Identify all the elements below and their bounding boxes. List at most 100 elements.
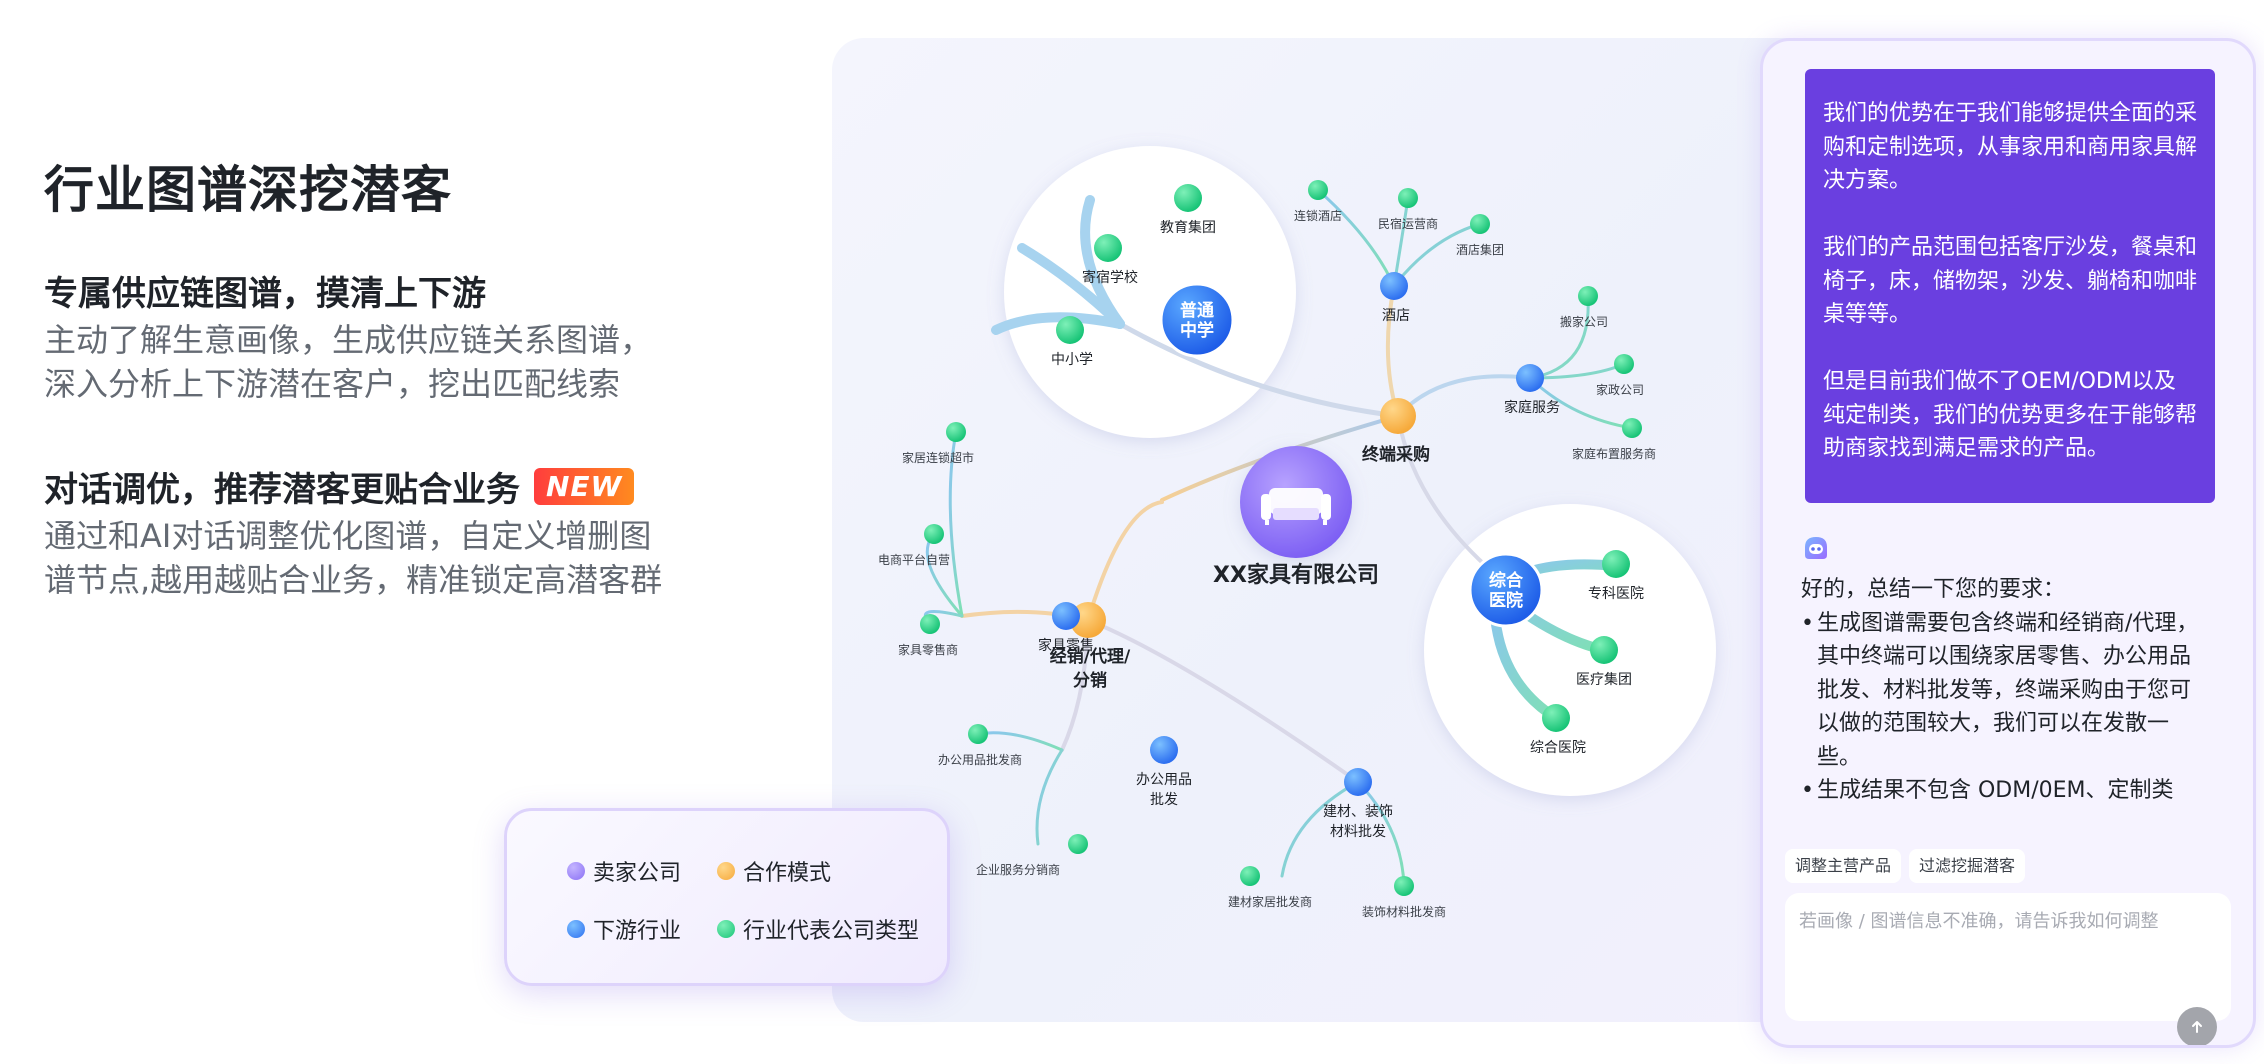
- type-label-home-chain: 家居连锁超市: [902, 450, 974, 465]
- type-node-office-wholesaler[interactable]: [968, 724, 988, 744]
- industry-node-office[interactable]: [1150, 736, 1178, 764]
- type-node-home-layout[interactable]: [1622, 418, 1642, 438]
- mode-label-distribution-1: 经销/代理/: [1050, 646, 1131, 667]
- link-office-enterprise: [1035, 748, 1064, 846]
- page-title: 行业图谱深挖潜客: [44, 161, 452, 219]
- user-message-bubble: 我们的优势在于我们能够提供全面的采购和定制选项，从事家用和商用家具解决方案。 我…: [1805, 69, 2215, 503]
- type-label-specialty-hosp: 专科医院: [1588, 586, 1644, 602]
- section2-title-text: 对话调优，推荐潜客更贴合业务: [44, 470, 520, 510]
- assistant-reply-bullet-1: 生成图谱需要包含终端和经销商/代理，其中终端可以围绕家居零售、办公用品批发、材料…: [1801, 607, 2211, 775]
- type-label-home-layout: 家庭布置服务商: [1572, 446, 1656, 461]
- type-label-ecommerce: 电商平台自营: [878, 552, 950, 567]
- type-node-specialty-hosp[interactable]: [1602, 550, 1630, 578]
- user-message-paragraph-3: 但是目前我们做不了OEM/ODM以及纯定制类，我们的优势更多在于能够帮助商家找到…: [1823, 369, 2198, 461]
- link-retail-chain: [948, 430, 964, 618]
- type-node-middle[interactable]: [1056, 316, 1084, 344]
- mode-label-terminal: 终端采购: [1362, 444, 1430, 465]
- type-node-boarding[interactable]: [1094, 234, 1122, 262]
- type-label-hotel-group: 酒店集团: [1456, 242, 1504, 257]
- chat-panel: 我们的优势在于我们能够提供全面的采购和定制选项，从事家用和商用家具解决方案。 我…: [1760, 38, 2256, 1048]
- type-node-bnb[interactable]: [1398, 188, 1418, 208]
- graph-canvas: XX家具有限公司 终端采购 经销/代理/ 分销 普通 中学 综合 医院 酒店 家…: [878, 146, 1716, 919]
- industry-node-hospital[interactable]: [1468, 552, 1544, 628]
- legend-dot-mode: [717, 862, 735, 880]
- type-label-decoration-wholesaler: 装饰材料批发商: [1362, 904, 1446, 919]
- type-node-general-hosp[interactable]: [1542, 704, 1570, 732]
- industry-label-office-2: 批发: [1150, 792, 1178, 808]
- link-terminal-hotel: [1385, 284, 1400, 418]
- type-node-medical-group[interactable]: [1590, 636, 1618, 664]
- type-node-moving[interactable]: [1578, 286, 1598, 306]
- chip-adjust-products[interactable]: 调整主营产品: [1785, 849, 1902, 883]
- section2-line-1: 通过和AI对话调整优化图谱，自定义增删图: [44, 517, 652, 555]
- legend-dot-company-type: [717, 920, 735, 938]
- industry-label-hospital-2: 医院: [1489, 590, 1523, 611]
- type-node-ecommerce[interactable]: [924, 524, 944, 544]
- assistant-reply: 好的，总结一下您的要求： 生成图谱需要包含终端和经销商/代理，其中终端可以围绕家…: [1801, 573, 2211, 808]
- type-node-furniture-retailer[interactable]: [920, 614, 940, 634]
- industry-label-building-2: 材料批发: [1330, 824, 1386, 840]
- type-node-home-chain[interactable]: [946, 422, 966, 442]
- type-label-general-hosp: 综合医院: [1530, 740, 1586, 756]
- type-node-hotel-group[interactable]: [1470, 214, 1490, 234]
- type-label-enterprise-dist: 企业服务分销商: [976, 862, 1060, 877]
- type-label-office-wholesaler: 办公用品批发商: [938, 752, 1022, 767]
- type-label-medical-group: 医疗集团: [1576, 671, 1632, 688]
- industry-node-building[interactable]: [1344, 768, 1372, 796]
- type-node-chain-hotel[interactable]: [1308, 180, 1328, 200]
- link-terminal-hospital: [1396, 414, 1488, 568]
- section2-title: 对话调优，推荐潜客更贴合业务 NEW: [44, 462, 635, 511]
- type-node-building-wholesaler[interactable]: [1240, 866, 1260, 886]
- type-label-boarding: 寄宿学校: [1082, 269, 1138, 286]
- user-message-paragraph-2: 我们的产品范围包括客厅沙发，餐桌和椅子，床，储物架，沙发、躺椅和咖啡桌等等。: [1823, 235, 2198, 327]
- link-terminal-school: [1117, 321, 1401, 419]
- industry-node-retail[interactable]: [1052, 602, 1080, 630]
- legend-item-industry: 下游行业: [567, 913, 681, 945]
- user-message-paragraph-1: 我们的优势在于我们能够提供全面的采购和定制选项，从事家用和商用家具解决方案。: [1823, 101, 2198, 193]
- chip-filter-prospects[interactable]: 过滤挖掘潜客: [1909, 849, 2026, 883]
- link-center-distribution: [1086, 500, 1164, 622]
- industry-label-office-1: 办公用品: [1136, 772, 1192, 788]
- legend-label-company-type: 行业代表公司类型: [743, 919, 920, 944]
- legend-label-mode: 合作模式: [743, 861, 832, 886]
- type-node-decoration-wholesaler[interactable]: [1394, 876, 1414, 896]
- legend-item-company-type: 行业代表公司类型: [717, 913, 919, 945]
- industry-label-building-1: 建材、装饰: [1323, 804, 1393, 820]
- industry-label-school-2: 中学: [1180, 320, 1214, 341]
- type-label-bnb: 民宿运营商: [1378, 216, 1438, 231]
- chat-input-box: [1785, 893, 2231, 1045]
- send-button[interactable]: [2177, 1007, 2217, 1045]
- new-badge: NEW: [534, 468, 635, 505]
- supply-chain-graph: XX家具有限公司 终端采购 经销/代理/ 分销 普通 中学 综合 医院 酒店 家…: [832, 38, 1832, 1022]
- type-label-building-wholesaler: 建材家居批发商: [1228, 894, 1312, 909]
- industry-label-school-1: 普通: [1180, 300, 1214, 321]
- industry-label-retail: 家具零售: [1038, 637, 1094, 654]
- arrow-up-icon: [2192, 1021, 2202, 1033]
- graph-legend: 卖家公司 合作模式 下游行业 行业代表公司类型: [504, 808, 950, 986]
- legend-item-mode: 合作模式: [717, 855, 831, 887]
- legend-dot-industry: [567, 920, 585, 938]
- link-hs-moving: [1528, 294, 1590, 380]
- assistant-reply-bullet-2: 生成结果不包含 ODM/0EM、定制类: [1801, 774, 2211, 808]
- type-node-housekeeping[interactable]: [1614, 354, 1634, 374]
- type-label-chain-hotel: 连锁酒店: [1294, 208, 1342, 223]
- industry-label-hospital-1: 综合: [1489, 570, 1524, 591]
- link-dist-building: [1086, 618, 1360, 784]
- type-node-edu-group[interactable]: [1174, 184, 1202, 212]
- industry-label-hotel: 酒店: [1382, 308, 1410, 324]
- industry-node-hotel[interactable]: [1380, 272, 1408, 300]
- legend-item-seller: 卖家公司: [567, 855, 681, 887]
- industry-label-homeservice: 家庭服务: [1504, 399, 1560, 416]
- mode-node-terminal[interactable]: [1380, 398, 1416, 434]
- type-node-enterprise-dist[interactable]: [1068, 834, 1088, 854]
- school-cluster-halo: [1004, 146, 1296, 438]
- type-label-housekeeping: 家政公司: [1596, 382, 1644, 397]
- type-label-moving: 搬家公司: [1560, 314, 1608, 329]
- industry-node-school[interactable]: [1159, 282, 1235, 358]
- industry-node-homeservice[interactable]: [1516, 364, 1544, 392]
- sofa-icon: [1261, 488, 1331, 525]
- link-school-edu: [1080, 195, 1125, 329]
- type-label-furniture-retailer: 家具零售商: [898, 642, 958, 657]
- chat-input[interactable]: [1797, 905, 2181, 999]
- section1-line-1: 主动了解生意画像，生成供应链关系图谱，: [44, 321, 653, 359]
